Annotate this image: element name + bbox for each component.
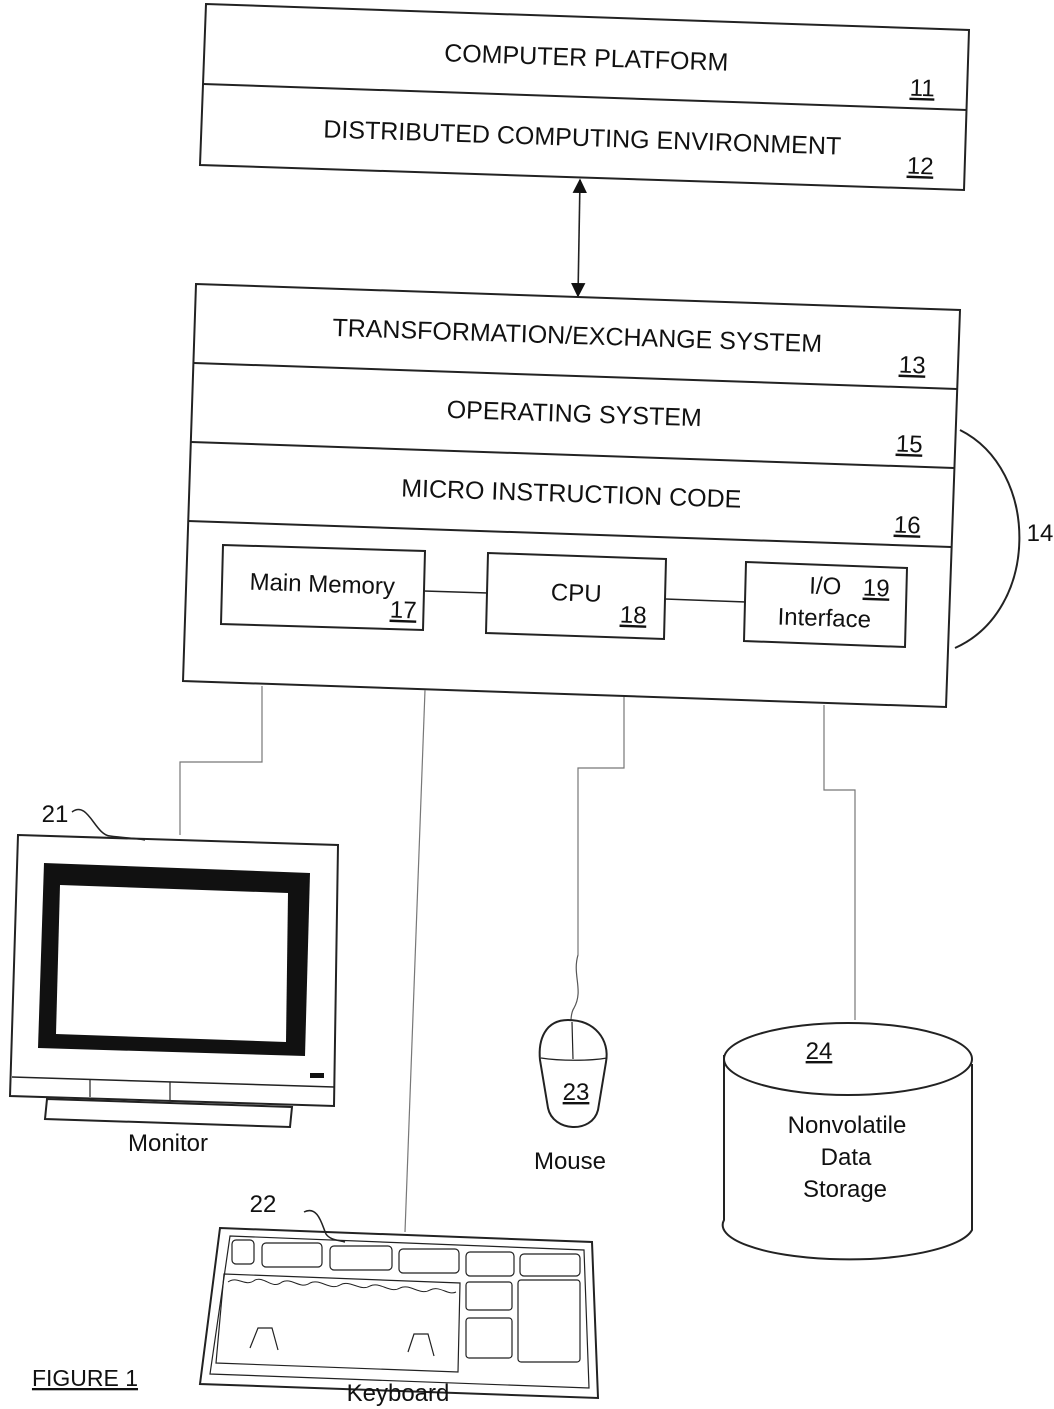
storage-label-line-1: Nonvolatile (788, 1112, 907, 1139)
bidirectional-arrow (571, 178, 587, 298)
ref-11: 11 (909, 75, 935, 103)
ref-14: 14 (1027, 520, 1054, 547)
keyboard-connection (404, 689, 426, 1233)
monitor-connection (179, 686, 263, 835)
operating-system-label: OPERATING SYSTEM (446, 396, 702, 432)
storage-cylinder-icon (721, 1022, 973, 1261)
system-box (181, 282, 962, 709)
interface-label: Interface (777, 603, 871, 633)
monitor-leader (71, 808, 146, 841)
computer-platform-label: COMPUTER PLATFORM (444, 39, 729, 76)
cpu-box (484, 551, 668, 641)
connection-lines (179, 686, 856, 1233)
io-interface-box (742, 560, 909, 649)
storage-connection (823, 705, 856, 1020)
ref-17: 17 (389, 597, 417, 625)
ref-23: 23 (563, 1079, 590, 1106)
memory-cpu-bus (423, 590, 489, 594)
figure-caption: FIGURE 1 (32, 1365, 138, 1391)
computer-platform-box (198, 2, 971, 192)
keyboard-icon (198, 1226, 600, 1400)
ref-12: 12 (906, 153, 934, 181)
cpu-label: CPU (550, 579, 602, 608)
system-divider-2 (190, 441, 955, 469)
monitor-label: Monitor (128, 1130, 208, 1157)
mouse-icon (538, 1018, 608, 1128)
monitor-icon (8, 833, 340, 1129)
mouse-label: Mouse (534, 1148, 606, 1175)
storage-label-line-3: Storage (803, 1176, 887, 1203)
io-label: I/O (809, 572, 842, 600)
main-memory-box (219, 543, 427, 632)
mouse-connection (577, 697, 625, 955)
ref-15: 15 (895, 431, 923, 459)
cpu-io-bus (664, 598, 747, 603)
mouse-cord (569, 954, 579, 1025)
system-divider-3 (187, 520, 952, 548)
bracket-14 (954, 429, 1021, 649)
storage-label-line-2: Data (821, 1144, 872, 1171)
distributed-computing-label: DISTRIBUTED COMPUTING ENVIRONMENT (323, 115, 842, 160)
micro-instruction-code-label: MICRO INSTRUCTION CODE (401, 474, 742, 513)
ref-13: 13 (898, 352, 926, 380)
main-memory-label: Main Memory (249, 569, 395, 601)
ref-18: 18 (619, 602, 647, 630)
ref-21: 21 (42, 801, 69, 828)
ref-22: 22 (250, 1191, 277, 1218)
keyboard-leader (303, 1209, 346, 1243)
ref-19: 19 (862, 575, 890, 603)
transformation-exchange-label: TRANSFORMATION/EXCHANGE SYSTEM (332, 314, 823, 358)
ref-24: 24 (806, 1038, 833, 1065)
keyboard-label: Keyboard (347, 1380, 450, 1407)
ref-16: 16 (893, 512, 921, 540)
platform-divider (202, 83, 968, 111)
system-divider-1 (193, 362, 958, 390)
